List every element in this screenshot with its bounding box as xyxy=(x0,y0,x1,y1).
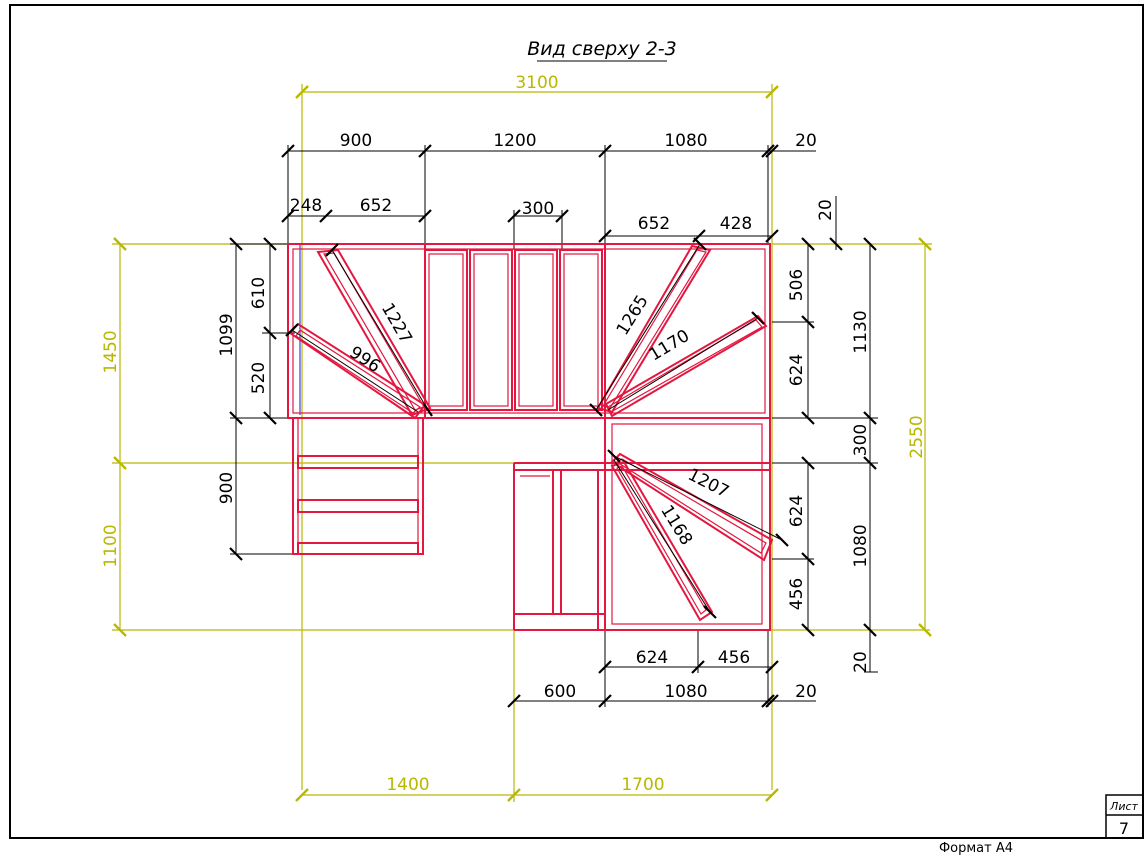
dim-1400: 1400 xyxy=(386,775,429,795)
dim-248: 248 xyxy=(290,196,322,216)
dim-2550: 2550 xyxy=(907,415,927,458)
dim-1100: 1100 xyxy=(101,524,121,567)
dim-1099: 1099 xyxy=(217,313,237,356)
dim-20-top-vertical: 20 xyxy=(816,199,836,221)
dim-20-top: 20 xyxy=(795,131,817,151)
dim-1080-right: 1080 xyxy=(851,524,871,567)
sheet-label: Лист xyxy=(1109,800,1138,813)
sheet-number: 7 xyxy=(1119,819,1129,838)
dim-300-top: 300 xyxy=(522,199,554,219)
sheet-frame xyxy=(9,4,1144,839)
drawing-title: Вид сверху 2-3 xyxy=(527,38,677,60)
dim-900-top: 900 xyxy=(340,131,372,151)
dim-1130: 1130 xyxy=(851,310,871,353)
dim-1080-bottom: 1080 xyxy=(664,682,707,702)
stair-plan xyxy=(285,237,789,631)
diag-1227: 1227 xyxy=(377,300,416,347)
dim-456-right: 456 xyxy=(787,578,807,610)
dim-652-right: 652 xyxy=(638,214,670,234)
detail-dimensions xyxy=(229,144,878,708)
dim-506: 506 xyxy=(787,269,807,301)
diag-1170: 1170 xyxy=(646,326,693,365)
dim-624-upper: 624 xyxy=(787,354,807,386)
overall-dimensions xyxy=(112,84,932,802)
paper-format: Формат А4 xyxy=(939,841,1013,855)
dim-428: 428 xyxy=(720,214,752,234)
dim-300-right: 300 xyxy=(851,424,871,456)
dim-3100: 3100 xyxy=(515,73,558,93)
dim-1200-top: 1200 xyxy=(493,131,536,151)
dim-610: 610 xyxy=(249,277,269,309)
dim-624-lower: 624 xyxy=(787,495,807,527)
sheet-stamp xyxy=(1105,794,1144,839)
dim-520: 520 xyxy=(249,362,269,394)
dim-1080-top: 1080 xyxy=(664,131,707,151)
dim-1450: 1450 xyxy=(101,330,121,373)
dim-652-left: 652 xyxy=(360,196,392,216)
dim-600: 600 xyxy=(544,682,576,702)
dim-456-bottom: 456 xyxy=(718,648,750,668)
dim-900-left: 900 xyxy=(217,472,237,504)
dim-624-bottom: 624 xyxy=(636,648,668,668)
dim-1700: 1700 xyxy=(621,775,664,795)
dim-20-bottom: 20 xyxy=(795,682,817,702)
dim-20-right-bottom: 20 xyxy=(851,651,871,673)
diag-1265: 1265 xyxy=(613,292,653,339)
